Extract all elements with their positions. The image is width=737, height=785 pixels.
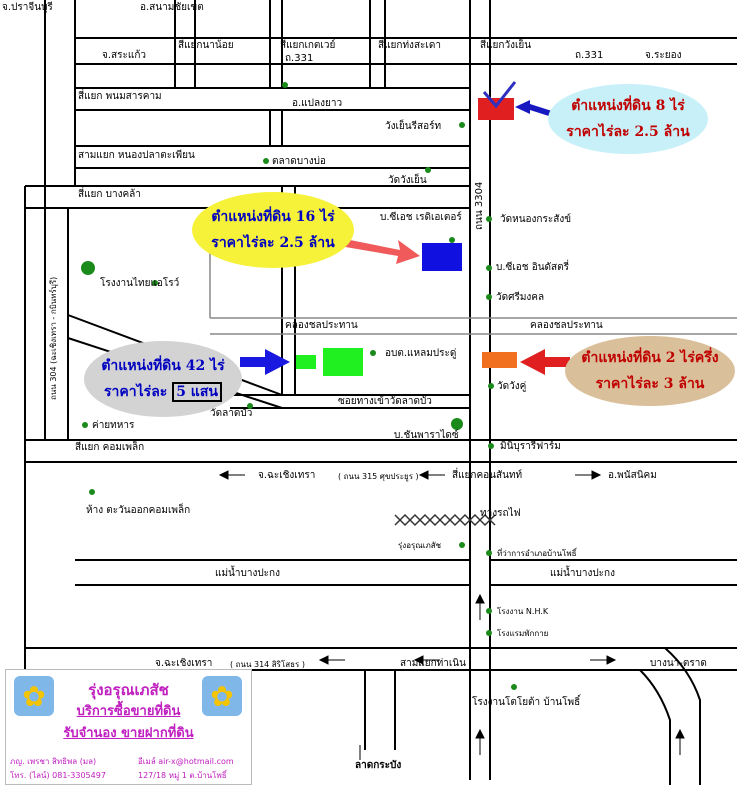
road-label: ( ถนน 314 สิริโสธร ) [230,660,306,669]
place-label: ห้าง ตะวันออกคอมเพล็ก [86,505,191,516]
callout-title: ตำแหน่งที่ดิน 16 ไร่ [211,209,335,225]
callout-title: ตำแหน่งที่ดิน 8 ไร่ [571,98,685,114]
place-label: รุ่งอรุณเภสัช [398,541,442,550]
callout-land-16-rai: ตำแหน่งที่ดิน 16 ไร่ ราคาไร่ละ 2.5 ล้าน [192,192,354,268]
place-label: ลาดกระบัง [355,760,402,771]
ad-service-2: รับจำนอง ขายฝากที่ดิน [63,726,194,741]
callout-land-2-rai: ตำแหน่งที่ดิน 2 ไร่ครึ่ง ราคาไร่ละ 3 ล้า… [565,336,735,406]
place-label: ตลาดบางบ่อ [272,156,326,167]
ad-contact-name: ภญ. เพรชา สิทธิพล (มล) [10,757,97,766]
callout-price-prefix: ราคาไร่ละ [104,384,168,400]
place-label: สี่แยกวังเย็น [480,40,532,51]
place-label: สามแยก หนองปลาตะเพียน [78,150,195,161]
place-label: โรงงานโตโยต้า บ้านโพธิ์ [472,697,581,708]
place-label: สี่แยกคอนสันทท์ [452,470,523,481]
callout-land-42-rai: ตำแหน่งที่ดิน 42 ไร่ ราคาไร่ละ 5 แสน [84,341,242,417]
road-label: ซอยทางเข้าวัดลาดบัว [338,396,432,407]
callout-price: ราคาไร่ละ 3 ล้าน [595,376,705,392]
callout-price-value: 5 แสน [172,382,222,402]
place-label: ที่ว่าการอำเภอบ้านโพธิ์ [497,549,577,558]
callout-price: ราคาไร่ละ 2.5 ล้าน [566,124,690,140]
canal-label: คลองชลประทาน [530,320,603,331]
arrow-42-rai [240,349,290,375]
river-label: แม่น้ำบางปะกง [215,568,280,579]
check-mark-icon [482,81,517,109]
place-label: วังเย็นรีสอร์ท [385,121,442,132]
place-label: วัดลาดบัว [210,408,253,419]
place-label: สี่แยกนาน้อย [178,40,234,51]
sunflower-icon: ✿ [202,676,242,716]
road-3304-label: ถนน 3304 [474,181,485,230]
place-label: อ.สนามชัยเขต [140,2,204,13]
place-label: สี่แยก บางคล้า [78,189,141,200]
ad-contact-email: อีเมล์ air-x@hotmail.com [138,757,234,766]
road-304-label: ถนน 304 (ฉะเชิงเทรา - กบินทร์บุรี) [49,276,58,400]
place-label: โรงงาน N.H.K [497,607,549,616]
place-label: วัดวังเย็น [388,175,427,186]
place-label: สี่แยกเกตเวย์ [280,40,336,51]
road-label: ถ.331 [285,53,314,64]
ad-service: บริการซื้อขายที่ดิน [76,704,181,719]
place-label: สี่แยก พนมสารคาม [78,91,162,102]
place-label: วัดวังคู่ [497,381,527,392]
place-label: วัดหนองกระสังข์ [500,214,572,225]
place-label: อ.แปลงยาว [292,98,343,109]
place-label: จ.ฉะเชิงเทรา [258,470,316,481]
place-label: โรงงานไทยแอโรว์ [100,278,180,289]
place-label: บ.ชันพาราไดซ์ [394,430,459,441]
ad-title: รุ่งอรุณเภสัช [88,681,169,699]
sunflower-icon: ✿ [14,676,54,716]
arrow-2-rai [520,349,570,375]
advertisement-box: ✿ ✿ รุ่งอรุณเภสัช บริการซื้อขายที่ดิน รั… [5,669,252,785]
place-label: จ.สระแก้ว [102,50,146,61]
road-label: ถ.331 [575,50,604,61]
callout-land-8-rai: ตำแหน่งที่ดิน 8 ไร่ ราคาไร่ละ 2.5 ล้าน [548,84,708,154]
place-label: อ.พนัสนิคม [608,470,657,481]
plot-2-rai [482,352,517,368]
canal-label: คลองชลประทาน [285,320,358,331]
road-label: ( ถนน 315 ศุขประยูร ) [338,472,419,481]
place-label: ค่ายทหาร [92,420,135,431]
plot-42-rai-main [323,348,363,376]
place-label: สี่แยก คอมเพล็ก [75,442,145,453]
place-label: มินิบุรารีฟาร์ม [500,441,561,452]
callout-title: ตำแหน่งที่ดิน 42 ไร่ [101,358,225,374]
place-label: จ.ระยอง [645,50,682,61]
plot-16-rai [422,243,462,271]
place-label: โรงแรมพักกาย [497,629,549,638]
place-label: สามแยกท่าเนิน [400,658,466,669]
river-label: แม่น้ำบางปะกง [550,568,615,579]
ad-contact-address: 127/18 หมู่ 1 ต.บ้านโพธิ์ [138,771,227,780]
place-label: อบต.แหลมประดู่ [385,348,457,359]
place-label: บางนา-ตราด [650,658,707,669]
railway-label: ทางรถไฟ [480,508,521,519]
ad-contact-phone: โทร. (ไลน์) 081-3305497 [10,771,106,780]
place-label: สี่แยกท่งสะเดา [378,40,441,51]
arrow-16-rai [328,236,420,264]
place-label: วัดศรีมงคล [496,292,545,303]
plot-42-rai [296,355,316,369]
place-label: บ.ซีเอช อินดัสตรี่ [496,262,570,273]
callout-title: ตำแหน่งที่ดิน 2 ไร่ครึ่ง [581,350,719,366]
place-label: จ.ฉะเชิงเทรา [155,658,213,669]
arrow-8-rai [515,100,555,118]
place-label: บ.ซีเอช เรดิเอเตอร์ [380,212,462,223]
place-label: จ.ปราจีนบุรี [2,2,53,13]
callout-price: ราคาไร่ละ 2.5 ล้าน [211,235,335,251]
plot-8-rai [478,98,514,120]
